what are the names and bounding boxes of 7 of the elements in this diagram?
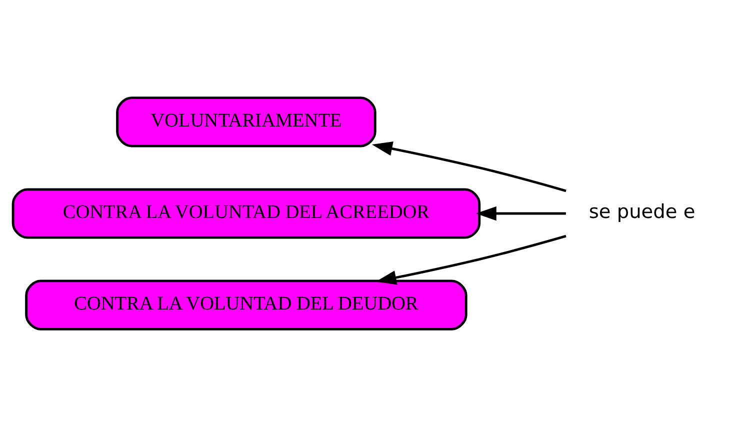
arrow [476,206,566,221]
node-box: CONTRA LA VOLUNTAD DEL ACREEDOR [12,188,481,239]
node-box: VOLUNTARIAMENTE [116,96,376,148]
arrow [376,234,566,285]
arrow [372,142,566,192]
node-box: CONTRA LA VOLUNTAD DEL DEUDOR [25,280,468,330]
node-text: se puede e [588,200,696,224]
